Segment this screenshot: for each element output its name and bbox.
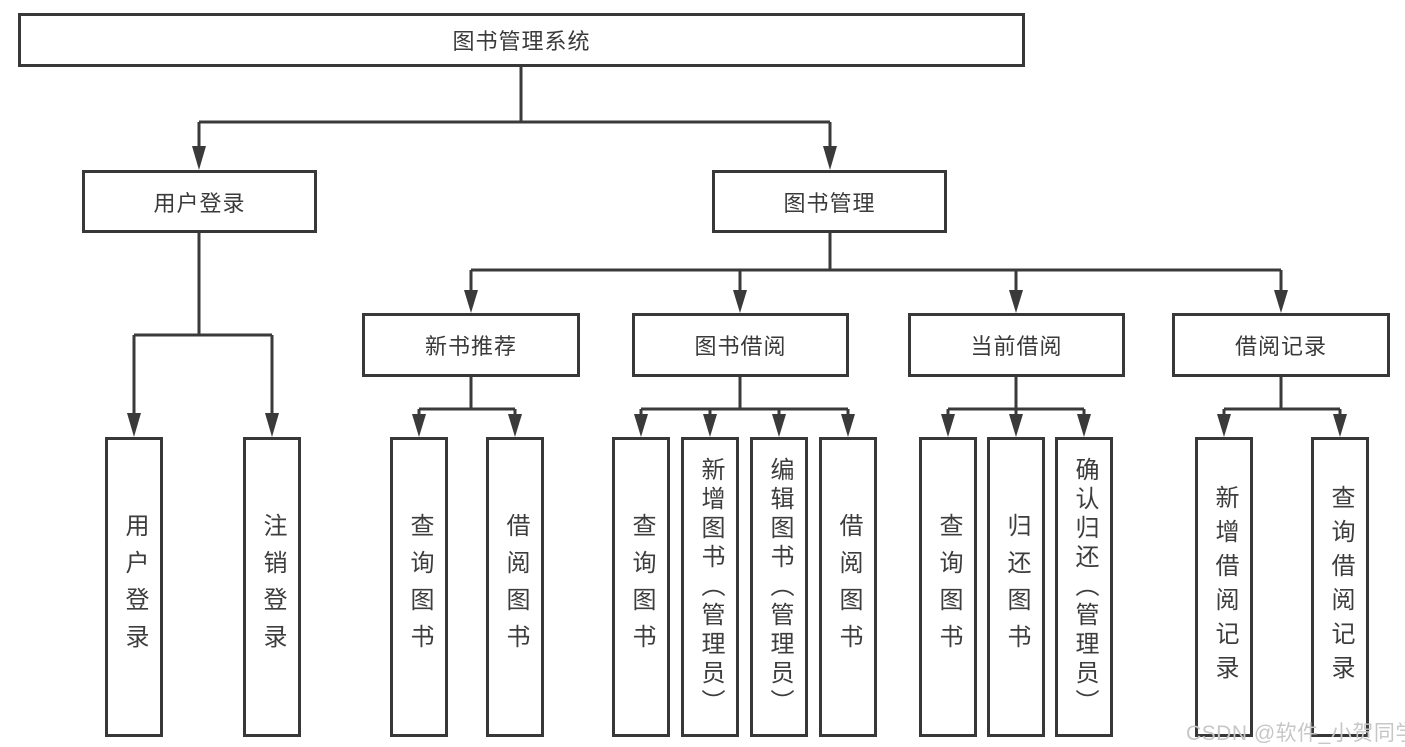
arrowhead-leaf-user-login: [127, 413, 141, 437]
arrowhead-leaf-query-record: [1333, 414, 1347, 437]
arrowheads: [127, 146, 1347, 437]
node-book-management-label: 图书管理: [783, 190, 876, 216]
leaf-query-borrow-record: 查询借阅记录: [1311, 437, 1369, 737]
leaf-query-book-recommend: 查询图书: [390, 437, 448, 737]
node-root: 图书管理系统: [18, 13, 1025, 67]
leaf-return-book-label: 归还图书: [1003, 513, 1030, 661]
leaf-borrow-book-label: 借阅图书: [835, 513, 862, 661]
arrowhead-leaf-edit-book: [772, 414, 786, 437]
arrowhead-leaf-query-book-1: [412, 414, 426, 437]
leaf-query-book-current: 查询图书: [919, 437, 977, 737]
node-new-book-recommend-label: 新书推荐: [424, 334, 517, 359]
arrowhead-user-login: [192, 146, 206, 170]
csdn-watermark: CSDN @软件_小贺同学: [1186, 722, 1405, 745]
leaf-query-book-borrow-label: 查询图书: [628, 513, 655, 661]
leaf-add-borrow-record-label: 新增借阅记录: [1211, 485, 1238, 689]
connector-book-borrow-branch: [639, 377, 850, 416]
arrowhead-borrow-records: [1274, 290, 1288, 313]
node-root-label: 图书管理系统: [452, 29, 591, 54]
leaf-logout-login: 注销登录: [243, 437, 301, 737]
connector-borrow-records-branch: [1222, 377, 1342, 416]
leaf-query-book-borrow: 查询图书: [612, 437, 670, 737]
arrowhead-new-book: [464, 290, 478, 313]
connector-user-login-branch: [132, 233, 274, 415]
node-book-borrow-label: 图书借阅: [694, 334, 787, 359]
leaf-query-book-recommend-label: 查询图书: [406, 513, 433, 661]
leaf-edit-book-admin: 编辑图书（管理员）: [750, 437, 808, 737]
connector-root-to-level2: [197, 67, 832, 148]
leaf-logout-login-label: 注销登录: [259, 513, 286, 661]
node-new-book-recommend: 新书推荐: [362, 313, 580, 377]
node-current-borrow-label: 当前借阅: [970, 334, 1063, 359]
node-user-login-label: 用户登录: [153, 190, 246, 216]
arrowhead-book-borrow: [733, 290, 747, 313]
node-borrow-records-label: 借阅记录: [1234, 334, 1327, 359]
leaf-edit-book-admin-label: 编辑图书（管理员）: [766, 456, 793, 718]
arrowhead-leaf-add-book: [703, 414, 717, 437]
leaf-add-book-admin: 新增图书（管理员）: [681, 437, 739, 737]
connector-current-borrow-branch: [946, 377, 1086, 416]
leaf-query-book-current-label: 查询图书: [935, 513, 962, 661]
leaf-confirm-return-admin: 确认归还（管理员）: [1055, 437, 1113, 737]
node-book-borrow: 图书借阅: [632, 313, 849, 377]
connector-strokes: [132, 67, 1342, 416]
arrowhead-leaf-borrow-book-2: [841, 414, 855, 437]
leaf-add-book-admin-label: 新增图书（管理员）: [697, 456, 724, 718]
leaf-add-borrow-record: 新增借阅记录: [1195, 437, 1253, 737]
node-borrow-records: 借阅记录: [1172, 313, 1390, 377]
arrowhead-leaf-add-record: [1217, 414, 1231, 437]
leaf-user-login-label: 用户登录: [121, 513, 148, 661]
leaf-confirm-return-admin-label: 确认归还（管理员）: [1071, 456, 1098, 718]
arrowhead-leaf-query-book-2: [634, 414, 648, 437]
arrowhead-leaf-query-book-3: [941, 414, 955, 437]
arrowhead-leaf-return-book: [1009, 414, 1023, 437]
leaf-query-borrow-record-label: 查询借阅记录: [1327, 485, 1354, 689]
node-current-borrow: 当前借阅: [908, 313, 1125, 377]
leaf-user-login: 用户登录: [105, 437, 163, 737]
arrowhead-current-borrow: [1009, 290, 1023, 313]
node-user-login: 用户登录: [82, 170, 317, 233]
leaf-borrow-book-recommend-label: 借阅图书: [502, 513, 529, 661]
leaf-borrow-book-recommend: 借阅图书: [486, 437, 544, 737]
leaf-borrow-book: 借阅图书: [819, 437, 877, 737]
leaf-return-book: 归还图书: [987, 437, 1045, 737]
arrowhead-leaf-logout: [265, 413, 279, 437]
connector-new-book-branch: [417, 377, 517, 416]
arrowhead-book-management: [823, 146, 837, 170]
connector-book-management-branch: [469, 233, 1283, 292]
arrowhead-leaf-borrow-book-1: [508, 414, 522, 437]
node-book-management: 图书管理: [712, 170, 947, 233]
arrowhead-leaf-confirm-return: [1077, 414, 1091, 437]
